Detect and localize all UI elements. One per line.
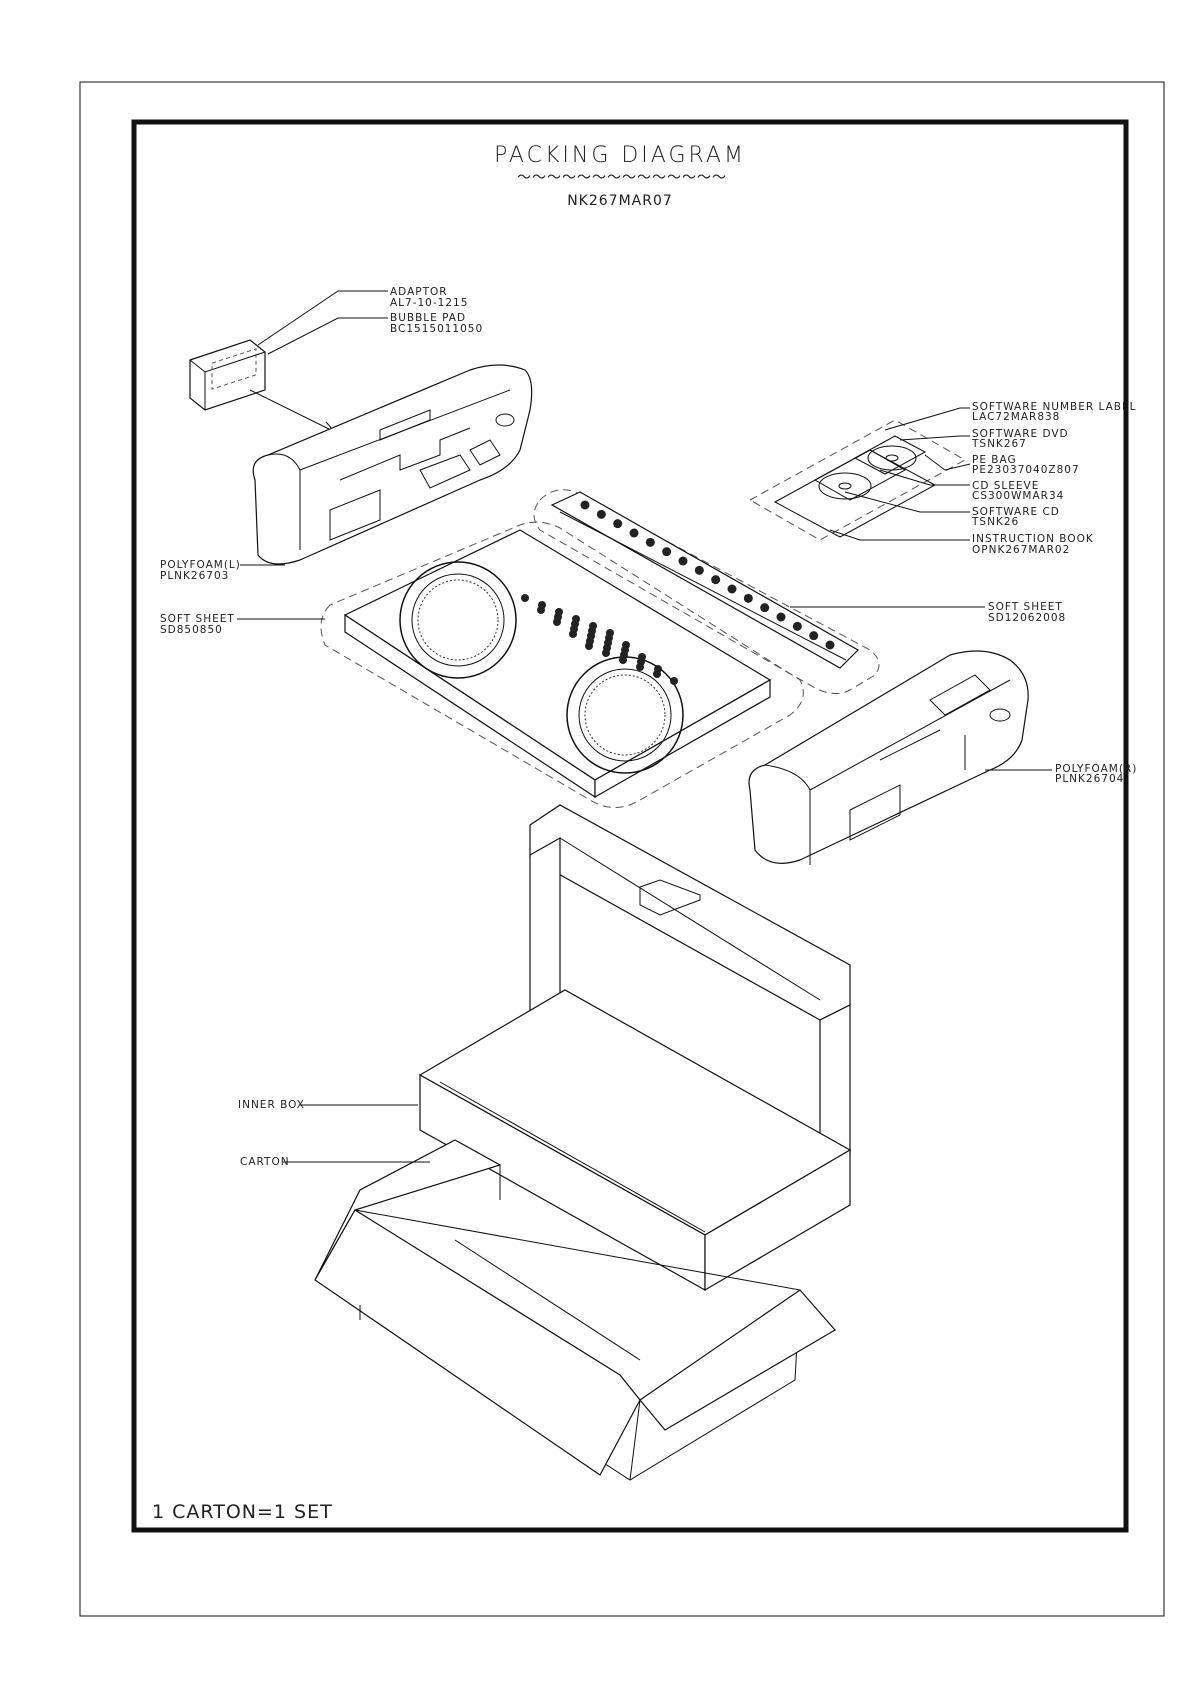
bubble-pad-code: BC1515011050 — [390, 323, 483, 335]
strip-knob — [792, 621, 802, 631]
title-underline: ～～～～～～～～～～～～～～ — [517, 170, 727, 186]
strip-knob — [743, 593, 753, 603]
software-dvd-code: TSNK267 — [971, 438, 1027, 450]
controller-knob — [569, 630, 577, 638]
cd-sleeve-code: CS300WMAR34 — [972, 490, 1064, 502]
carton-label: CARTON — [240, 1156, 290, 1168]
polyfoam-right-code: PLNK26704 — [1055, 773, 1124, 785]
strip-knob — [809, 631, 819, 641]
soft-sheet-left-label: SOFT SHEET — [160, 613, 235, 625]
pe-bag-code: PE23037040Z807 — [972, 464, 1080, 476]
polyfoam-right-label: POLYFOAM(R) — [1055, 763, 1137, 775]
inner-frame — [131, 119, 1129, 1533]
soft-sheet-right-outline — [533, 489, 880, 694]
strip-knob — [662, 547, 672, 557]
cd-sleeve-label: CD SLEEVE — [972, 480, 1039, 492]
instruction-book-leader — [829, 529, 970, 541]
carton-part — [314, 1139, 836, 1481]
carton-set-note: 1 CARTON=1 SET — [152, 1501, 333, 1523]
soft-sheet-left-outline — [320, 521, 804, 808]
software-dvd-leader — [899, 435, 970, 441]
controller-knob — [670, 677, 678, 685]
software-dvd-label: SOFTWARE DVD — [972, 428, 1069, 440]
software-cd-code: TSNK26 — [971, 516, 1019, 528]
strip-knob — [694, 565, 704, 575]
soft-sheet-right-code: SD12062008 — [988, 612, 1066, 624]
controller-knob — [619, 656, 627, 664]
software-number-label-leader — [884, 407, 970, 431]
strip-knob — [760, 603, 770, 613]
soft-sheet-left-code: SD850850 — [160, 624, 223, 636]
software-number-label-label: SOFTWARE NUMBER LABEL — [972, 401, 1137, 413]
strip-knob — [580, 500, 590, 510]
polyfoam-left-code: PLNK26703 — [160, 570, 229, 582]
model-code: NK267MAR07 — [567, 193, 673, 209]
controller-knob — [585, 642, 593, 650]
inner-box-part — [418, 804, 852, 1292]
software-cd-leader — [844, 491, 970, 513]
diagram-title: PACKING DIAGRAM — [494, 143, 746, 168]
polyfoam-left-label: POLYFOAM(L) — [160, 559, 241, 571]
controller-knob — [653, 670, 661, 678]
controller-knob — [553, 618, 561, 626]
controller-knob — [537, 606, 545, 614]
adaptor-label: ADAPTOR — [390, 286, 448, 298]
strip-knob — [825, 640, 835, 650]
software-number-label-code: LAC72MAR838 — [972, 411, 1060, 423]
strip-knob — [776, 612, 786, 622]
bubble-pad-leader — [267, 317, 388, 355]
adaptor-part — [189, 339, 336, 435]
adaptor-code: AL7-10-1215 — [390, 297, 468, 309]
pe-bag-leader — [924, 454, 971, 471]
adaptor-leader — [257, 290, 388, 346]
strip-knob — [678, 556, 688, 566]
instruction-book-label: INSTRUCTION BOOK — [972, 533, 1094, 545]
strip-knob — [629, 528, 639, 538]
controller-knob — [636, 663, 644, 671]
outer-frame — [79, 81, 1165, 1617]
polyfoam-left-part — [252, 364, 533, 565]
controller-knob — [521, 594, 529, 602]
strip-knob — [727, 584, 737, 594]
bubble-pad-label: BUBBLE PAD — [390, 312, 466, 324]
strip-knob — [596, 509, 606, 519]
instruction-book-code: OPNK267MAR02 — [972, 544, 1070, 556]
pe-bag-label: PE BAG — [972, 454, 1017, 466]
strip-knob — [613, 519, 623, 529]
strip-knob — [645, 537, 655, 547]
mixer-strip — [550, 491, 859, 669]
polyfoam-right-part — [748, 650, 1029, 865]
controller-knob — [602, 649, 610, 657]
inner-box-label: INNER BOX — [238, 1099, 305, 1111]
strip-knob — [711, 575, 721, 585]
software-cd-label: SOFTWARE CD — [972, 506, 1060, 518]
dj-controller — [343, 529, 772, 799]
soft-sheet-right-label: SOFT SHEET — [988, 601, 1063, 613]
cd-sleeve-leader — [879, 469, 970, 486]
